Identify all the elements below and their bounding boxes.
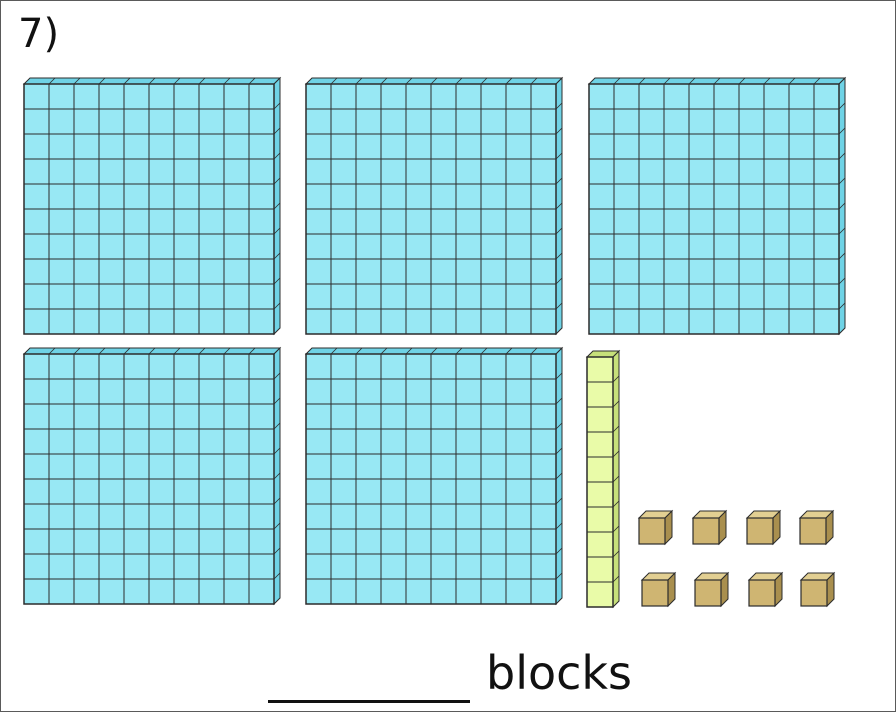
hundreds-flat-icon xyxy=(22,76,282,336)
unit-cube-icon xyxy=(693,571,730,608)
tens-rod-icon xyxy=(585,349,621,609)
unit-cube-icon xyxy=(691,509,728,546)
unit-cube-icon xyxy=(745,509,782,546)
hundreds-flat-icon xyxy=(304,76,564,336)
answer-unit-label: blocks xyxy=(486,646,633,700)
hundreds-flat-icon xyxy=(22,346,282,606)
unit-cube-icon xyxy=(799,571,836,608)
unit-cube-icon xyxy=(637,509,674,546)
unit-cube-icon xyxy=(798,509,835,546)
problem-number: 7) xyxy=(18,11,60,57)
hundreds-flat-icon xyxy=(587,76,847,336)
hundreds-flat-icon xyxy=(304,346,564,606)
answer-blank-line[interactable] xyxy=(268,700,470,703)
unit-cube-icon xyxy=(747,571,784,608)
unit-cube-icon xyxy=(640,571,677,608)
